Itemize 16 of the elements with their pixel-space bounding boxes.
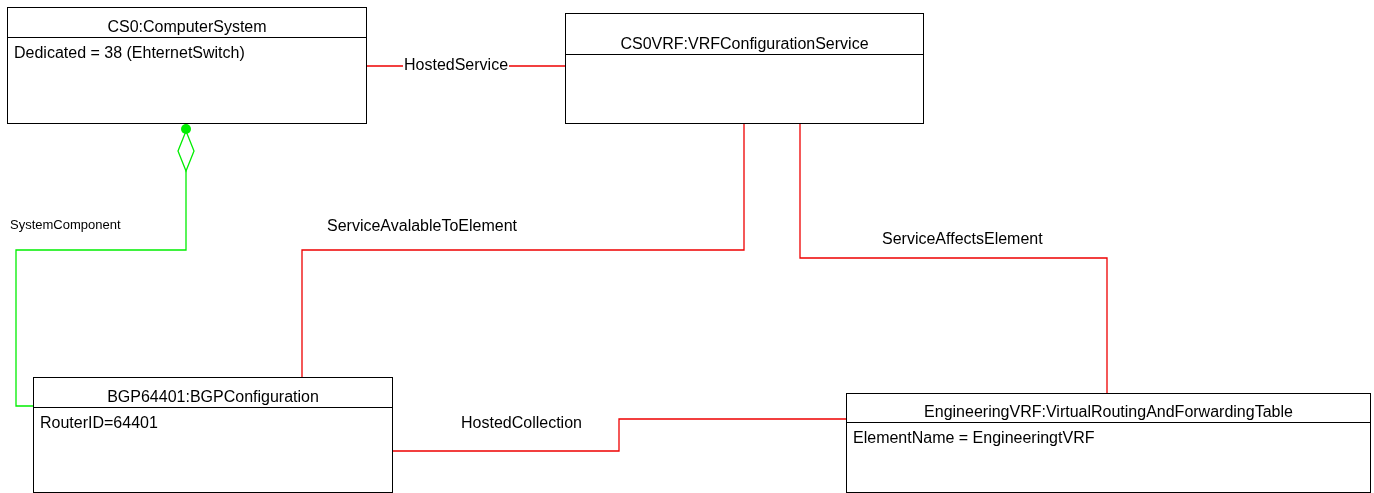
class-box — [565, 13, 924, 124]
connector-line — [301, 123, 745, 378]
class-box — [33, 377, 393, 493]
class-box — [7, 7, 367, 124]
attribute-text: ElementName = EngineeringtVRF — [853, 429, 1095, 446]
connector-line — [392, 418, 847, 452]
attribute-text: Dedicated = 38 (EhternetSwitch) — [14, 44, 245, 61]
class-name: BGP64401:BGPConfiguration — [107, 388, 319, 406]
class-name: CS0:ComputerSystem — [107, 18, 267, 36]
class-name: CS0VRF:VRFConfigurationService — [620, 35, 869, 53]
attribute-text: RouterID=64401 — [40, 414, 158, 431]
connector-line — [799, 123, 1108, 394]
edge-label: SystemComponent — [9, 217, 122, 232]
aggregation-connector — [15, 123, 195, 407]
class-name: EngineeringVRF:VirtualRoutingAndForwardingTable — [924, 403, 1293, 421]
class-box — [846, 393, 1371, 493]
